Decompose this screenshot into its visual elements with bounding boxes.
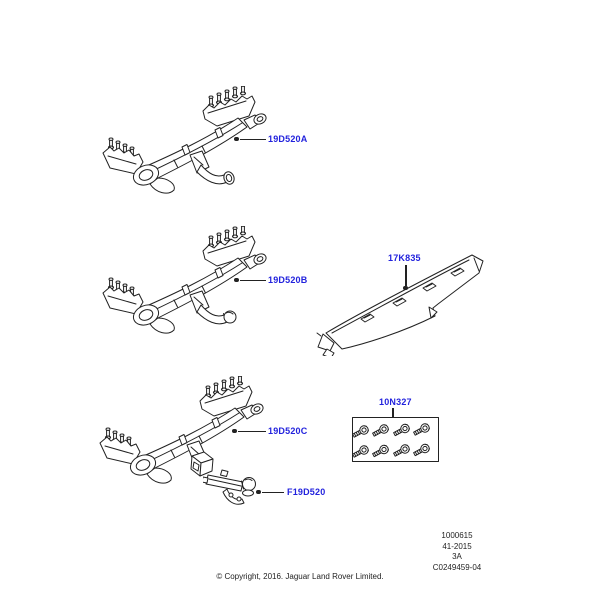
leader-dot [234,278,239,282]
towbar-a-socket-detail [196,164,235,185]
reference-block: 1000615 41-2015 3A C0249459-04 [407,531,507,573]
leader-line [240,138,266,140]
leader-dot [403,286,408,290]
leader-line [405,265,407,286]
finisher-panel-drawing [316,254,484,356]
callout-19d520c[interactable]: 19D520C [268,426,308,436]
towbar-assembly-c-drawing [95,376,265,488]
towbar-assembly-b-drawing [98,226,268,338]
towbar-c-receiver-detail [190,451,214,477]
leader-line [238,430,266,432]
towbar-assembly-a-drawing [98,86,268,198]
towbar-b-ball-detail [196,304,237,325]
callout-f19d520[interactable]: F19D520 [287,487,326,497]
leader-dot [234,137,239,141]
leader-dot [232,429,237,433]
leader-line [262,491,284,493]
bolt-kit-drawing [352,417,439,462]
reference-line: 1000615 [441,531,473,540]
reference-line: 41-2015 [442,541,472,551]
reference-line: C0249459-04 [432,562,482,572]
callout-10n327[interactable]: 10N327 [379,397,412,407]
callout-19d520a[interactable]: 19D520A [268,134,308,144]
copyright-text: © Copyright, 2016. Jaguar Land Rover Lim… [216,572,384,581]
callout-19d520b[interactable]: 19D520B [268,275,308,285]
reference-line: 3A [452,552,462,561]
leader-line [240,279,266,281]
tow-ball-drawing [203,469,256,505]
leader-line [392,408,394,417]
leader-dot [256,490,261,494]
callout-17k835[interactable]: 17K835 [388,253,421,263]
